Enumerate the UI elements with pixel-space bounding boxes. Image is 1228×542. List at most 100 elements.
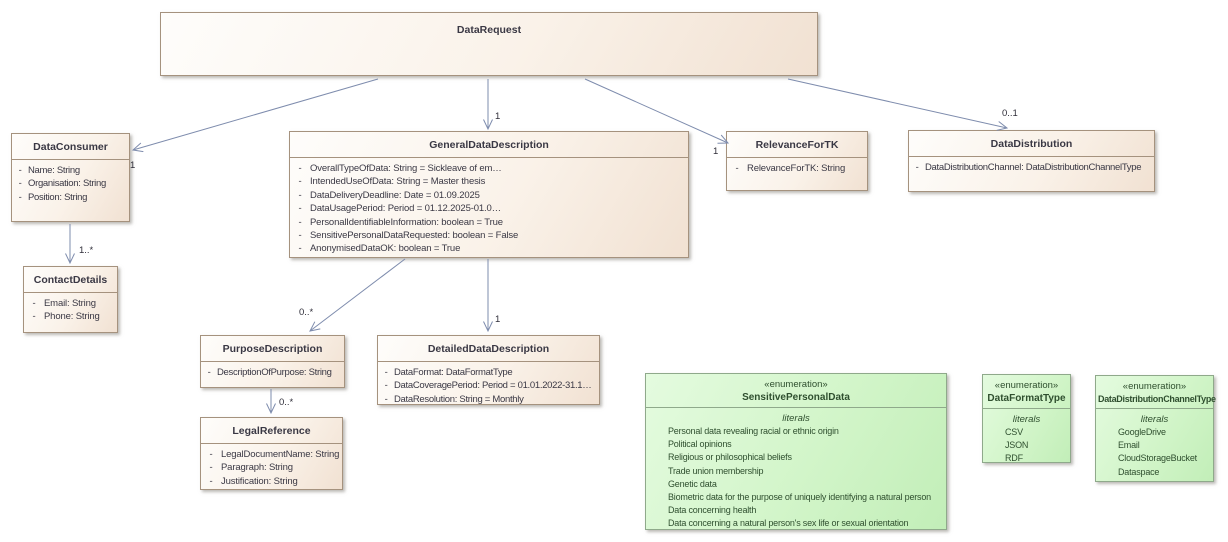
- stereotype-label: «enumeration»: [1122, 381, 1187, 392]
- attribute-text: IntendedUseOfData: String = Master thesi…: [310, 176, 486, 188]
- enum-name: SensitivePersonalData: [742, 392, 850, 403]
- attribute-row: -Organisation: String: [12, 177, 127, 190]
- multiplicity-contactdetails: 1..*: [79, 245, 94, 256]
- enum-literal: Data concerning health: [668, 505, 757, 516]
- enum-literal: CloudStorageBucket: [1118, 453, 1197, 464]
- visibility-marker: -: [915, 162, 919, 173]
- visibility-marker: -: [298, 163, 302, 174]
- attribute-row: -PersonalIdentifiableInformation: boolea…: [290, 216, 686, 229]
- visibility-marker: -: [298, 189, 302, 201]
- class-box-relevancefortk[interactable]: RelevanceForTK -RelevanceForTK: String: [726, 131, 868, 191]
- class-box-legalreference[interactable]: LegalReference -LegalDocumentName: Strin…: [200, 417, 343, 490]
- class-title-dataconsumer: DataConsumer: [12, 134, 129, 160]
- multiplicity-detaileddatadescription: 1: [495, 314, 501, 325]
- enum-box-datadistributionchanneltype[interactable]: «enumeration» DataDistributionChannelTyp…: [1095, 375, 1216, 482]
- class-box-contactdetails[interactable]: ContactDetails -Email: String -Phone: St…: [23, 266, 118, 333]
- enum-header: «enumeration» DataDistributionChannelTyp…: [1096, 376, 1216, 409]
- attribute-row: -Justification: String: [201, 475, 340, 488]
- enum-literal: Religious or philosophical beliefs: [668, 452, 792, 463]
- stereotype-label: «enumeration»: [994, 380, 1059, 391]
- attribute-row: -Position: String: [12, 191, 127, 204]
- visibility-marker: -: [207, 367, 211, 378]
- attribute-text: Phone: String: [44, 311, 100, 323]
- attribute-row: -LegalDocumentName: String: [201, 448, 340, 461]
- visibility-marker: -: [298, 243, 302, 255]
- attribute-row: -Paragraph: String: [201, 461, 340, 474]
- class-box-generaldatadescription[interactable]: GeneralDataDescription -OverallTypeOfDat…: [289, 131, 689, 258]
- multiplicity-dataconsumer: 1: [130, 160, 136, 171]
- attribute-compartment: -Name: String -Organisation: String -Pos…: [12, 160, 129, 204]
- literals-label: literals: [1140, 414, 1169, 425]
- enum-literal: Biometric data for the purpose of unique…: [668, 492, 931, 503]
- visibility-marker: -: [18, 191, 22, 203]
- visibility-marker: -: [384, 367, 388, 378]
- literals-label: literals: [1012, 414, 1041, 425]
- class-box-datadistribution[interactable]: DataDistribution -DataDistributionChanne…: [908, 130, 1155, 192]
- class-box-dataconsumer[interactable]: DataConsumer -Name: String -Organisation…: [11, 133, 130, 222]
- class-title-contactdetails: ContactDetails: [24, 267, 117, 293]
- attribute-text: Name: String: [28, 165, 80, 176]
- enum-box-dataformattype[interactable]: «enumeration» DataFormatType literals CS…: [982, 374, 1071, 463]
- visibility-marker: -: [32, 298, 36, 309]
- enum-header: «enumeration» DataFormatType: [983, 375, 1070, 409]
- class-box-purposedescription[interactable]: PurposeDescription -DescriptionOfPurpose…: [200, 335, 345, 388]
- multiplicity-purposedescription: 0..*: [299, 307, 314, 318]
- attribute-row: -DataFormat: DataFormatType: [378, 366, 597, 379]
- attribute-row: -DataUsagePeriod: Period = 01.12.2025-01…: [290, 202, 686, 215]
- visibility-marker: -: [18, 178, 22, 190]
- association-generaldatadescription-purposedescription[interactable]: [309, 258, 406, 332]
- enum-literal: Personal data revealing racial or ethnic…: [668, 426, 839, 436]
- class-box-detaileddatadescription[interactable]: DetailedDataDescription -DataFormat: Dat…: [377, 335, 600, 405]
- enum-literal: RDF: [1005, 453, 1023, 464]
- attribute-row: -Name: String: [12, 164, 127, 177]
- class-title-datarequest: DataRequest: [456, 24, 522, 36]
- visibility-marker: -: [209, 475, 213, 487]
- attribute-text: RelevanceForTK: String: [747, 163, 846, 174]
- enum-literal-compartment: literals Personal data revealing racial …: [646, 408, 946, 531]
- enum-name: DataDistributionChannelType: [1098, 394, 1216, 404]
- attribute-text: AnonymisedDataOK: boolean = True: [310, 243, 461, 255]
- attribute-compartment: -DataDistributionChannel: DataDistributi…: [909, 157, 1154, 174]
- multiplicity-legalreference: 0..*: [279, 397, 294, 408]
- visibility-marker: -: [384, 380, 388, 392]
- visibility-marker: -: [298, 216, 302, 228]
- visibility-marker: -: [298, 230, 302, 242]
- attribute-compartment: -LegalDocumentName: String -Paragraph: S…: [201, 444, 342, 488]
- attribute-row: -DataResolution: String = Monthly: [378, 393, 597, 406]
- attribute-text: DataUsagePeriod: Period = 01.12.2025-01.…: [310, 203, 501, 215]
- enum-literal-compartment: literals CSV JSON RDF: [983, 409, 1070, 466]
- attribute-row: -RelevanceForTK: String: [727, 162, 865, 175]
- attribute-row: -DescriptionOfPurpose: String: [201, 366, 342, 379]
- attribute-compartment: -OverallTypeOfData: String = Sickleave o…: [290, 158, 688, 256]
- visibility-marker: -: [298, 176, 302, 188]
- class-title-legalreference: LegalReference: [201, 418, 342, 444]
- class-title-detaileddatadescription: DetailedDataDescription: [378, 336, 599, 362]
- attribute-row: -Email: String: [24, 297, 115, 310]
- visibility-marker: -: [18, 165, 22, 176]
- class-title-datadistribution: DataDistribution: [909, 131, 1154, 157]
- attribute-text: Email: String: [44, 298, 96, 309]
- attribute-text: Organisation: String: [28, 178, 106, 190]
- attribute-text: DataResolution: String = Monthly: [394, 393, 524, 405]
- enum-literal: Political opinions: [668, 439, 732, 450]
- enum-literal: Genetic data: [668, 478, 717, 489]
- enum-box-sensitivepersonaldata[interactable]: «enumeration» SensitivePersonalData lite…: [645, 373, 947, 530]
- attribute-row: -Phone: String: [24, 310, 115, 323]
- attribute-row: -DataDeliveryDeadline: Date = 01.09.2025: [290, 189, 686, 202]
- association-datarequest-datadistribution[interactable]: [787, 78, 1009, 131]
- class-box-datarequest[interactable]: DataRequest: [160, 12, 818, 76]
- attribute-row: -DataCoveragePeriod: Period = 01.01.2022…: [378, 379, 597, 392]
- enum-literal: Dataspace: [1118, 466, 1160, 477]
- multiplicity-datadistribution: 0..1: [1002, 108, 1018, 119]
- attribute-text: Paragraph: String: [221, 462, 293, 474]
- attribute-text: Position: String: [28, 191, 88, 203]
- multiplicity-generaldatadescription: 1: [495, 111, 501, 122]
- attribute-compartment: -Email: String -Phone: String: [24, 293, 117, 324]
- stereotype-label: «enumeration»: [764, 379, 828, 390]
- attribute-row: -IntendedUseOfData: String = Master thes…: [290, 175, 686, 188]
- visibility-marker: -: [32, 311, 36, 323]
- attribute-compartment: -DescriptionOfPurpose: String: [201, 362, 344, 379]
- attribute-text: DataCoveragePeriod: Period = 01.01.2022-…: [394, 380, 592, 392]
- visibility-marker: -: [209, 462, 213, 474]
- class-title-relevancefortk: RelevanceForTK: [727, 132, 867, 158]
